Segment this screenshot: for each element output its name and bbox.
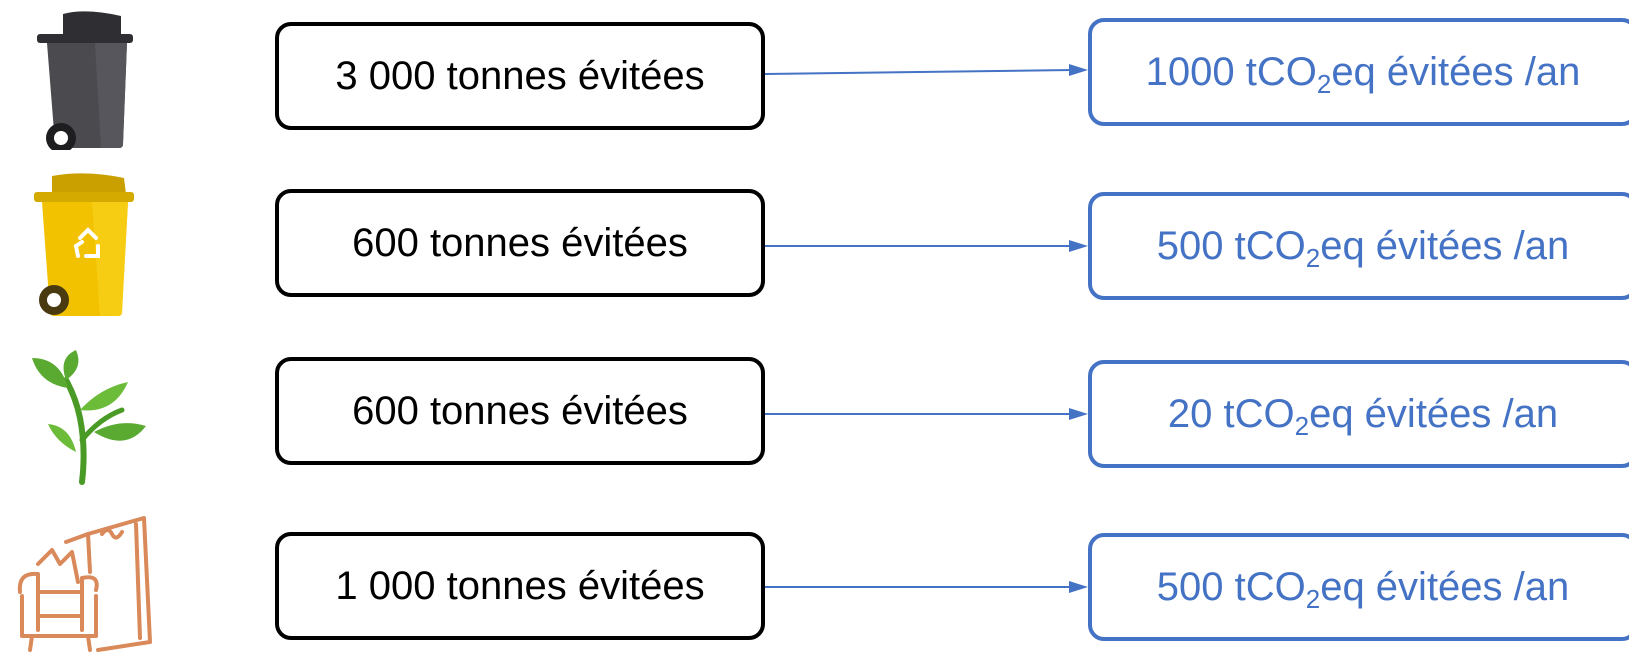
emission-box-2: 500 tCO2eq évitées /an [1088, 192, 1629, 300]
emission-text: 500 tCO2eq évitées /an [1156, 564, 1570, 614]
quantity-box-1: 3 000 tonnes évitées [275, 22, 765, 130]
quantity-text: 600 tonnes évitées [352, 388, 688, 433]
quantity-text: 3 000 tonnes évitées [335, 53, 705, 98]
quantity-text: 1 000 tonnes évitées [335, 563, 705, 608]
quantity-box-3: 600 tonnes évitées [275, 357, 765, 465]
green-plant-icon [30, 348, 150, 486]
emission-text: 1000 tCO2eq évitées /an [1145, 49, 1581, 99]
quantity-box-2: 600 tonnes évitées [275, 189, 765, 297]
grey-trash-bin-icon [35, 8, 135, 150]
flow-arrow-4 [765, 581, 1088, 593]
emission-box-4: 500 tCO2eq évitées /an [1088, 533, 1629, 641]
yellow-recycling-bin-icon [30, 170, 138, 320]
emission-text: 20 tCO2eq évitées /an [1167, 391, 1559, 441]
emission-box-1: 1000 tCO2eq évitées /an [1088, 18, 1629, 126]
flow-arrow-1 [764, 64, 1088, 76]
flow-arrow-2 [765, 240, 1088, 252]
quantity-box-4: 1 000 tonnes évitées [275, 532, 765, 640]
furniture-waste-icon [8, 512, 158, 652]
emission-text: 500 tCO2eq évitées /an [1156, 223, 1570, 273]
flow-arrow-3 [765, 408, 1088, 420]
quantity-text: 600 tonnes évitées [352, 220, 688, 265]
emission-box-3: 20 tCO2eq évitées /an [1088, 360, 1629, 468]
